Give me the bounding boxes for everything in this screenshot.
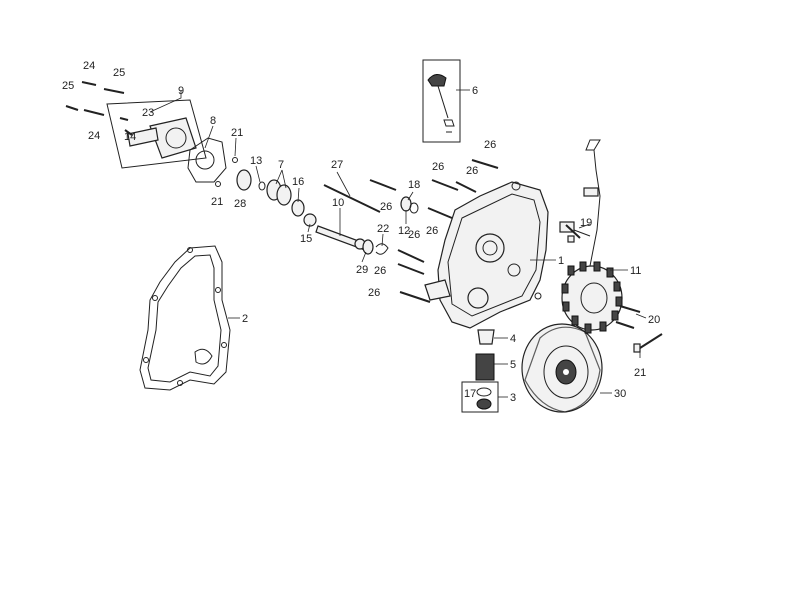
bolts [65, 81, 663, 349]
callout-9: 9 [178, 85, 184, 97]
callout-16: 16 [292, 176, 304, 188]
stator-coil [559, 139, 623, 334]
callout-20: 20 [648, 314, 660, 326]
callout-27: 27 [331, 159, 343, 171]
callout-11: 11 [630, 265, 641, 277]
callout-12: 12 [398, 225, 410, 237]
callout-25-left: 25 [62, 80, 74, 92]
callout-10: 10 [332, 197, 344, 209]
small-washers [215, 157, 641, 353]
callout-5: 5 [510, 359, 516, 371]
callout-25-top: 25 [113, 67, 125, 79]
callout-28: 28 [234, 198, 246, 210]
callout-26-side: 26 [426, 225, 438, 237]
callout-6: 6 [472, 85, 478, 97]
callout-29: 29 [356, 264, 368, 276]
callout-4: 4 [510, 333, 516, 345]
crankcase-cover-gasket [139, 245, 231, 391]
callout-26-top: 26 [484, 139, 496, 151]
callout-30: 30 [614, 388, 626, 400]
callout-24-bottom: 24 [88, 130, 100, 142]
flywheel-rotor [521, 323, 603, 413]
callout-8: 8 [210, 115, 216, 127]
pump-cover [106, 99, 207, 169]
callout-3: 3 [510, 392, 516, 404]
pump-shaft [303, 213, 373, 253]
callout-7: 7 [278, 159, 284, 171]
callout-15: 15 [300, 233, 312, 245]
callout-17: 17 [464, 388, 476, 400]
callout-26-mid-b: 26 [466, 165, 478, 177]
callout-14: 14 [124, 131, 136, 143]
callout-22: 22 [377, 223, 389, 235]
callout-13: 13 [250, 155, 262, 167]
callout-1: 1 [558, 255, 564, 267]
callout-2: 2 [242, 313, 248, 325]
callout-26-lower-a: 26 [408, 229, 420, 241]
callout-26-bolt: 26 [380, 201, 392, 213]
callout-26-bottom: 26 [368, 287, 380, 299]
callout-21-left: 21 [211, 196, 223, 208]
oil-dipstick [422, 59, 461, 143]
callout-19: 19 [580, 217, 592, 229]
callout-26-lower-b: 26 [374, 265, 386, 277]
callout-21-right: 21 [634, 367, 646, 379]
callout-18: 18 [408, 179, 420, 191]
leader-lines [149, 89, 647, 398]
callout-23: 23 [142, 107, 154, 119]
callout-26-mid-a: 26 [432, 161, 444, 173]
crankcase-cover [424, 181, 549, 329]
callout-21-top: 21 [231, 127, 243, 139]
oil-strainer-set [461, 329, 499, 413]
callout-24-top: 24 [83, 60, 95, 72]
pump-cover-gasket [187, 137, 227, 183]
callouts: 1 2 3 4 5 6 7 8 9 10 11 12 13 14 15 16 1… [62, 60, 660, 404]
